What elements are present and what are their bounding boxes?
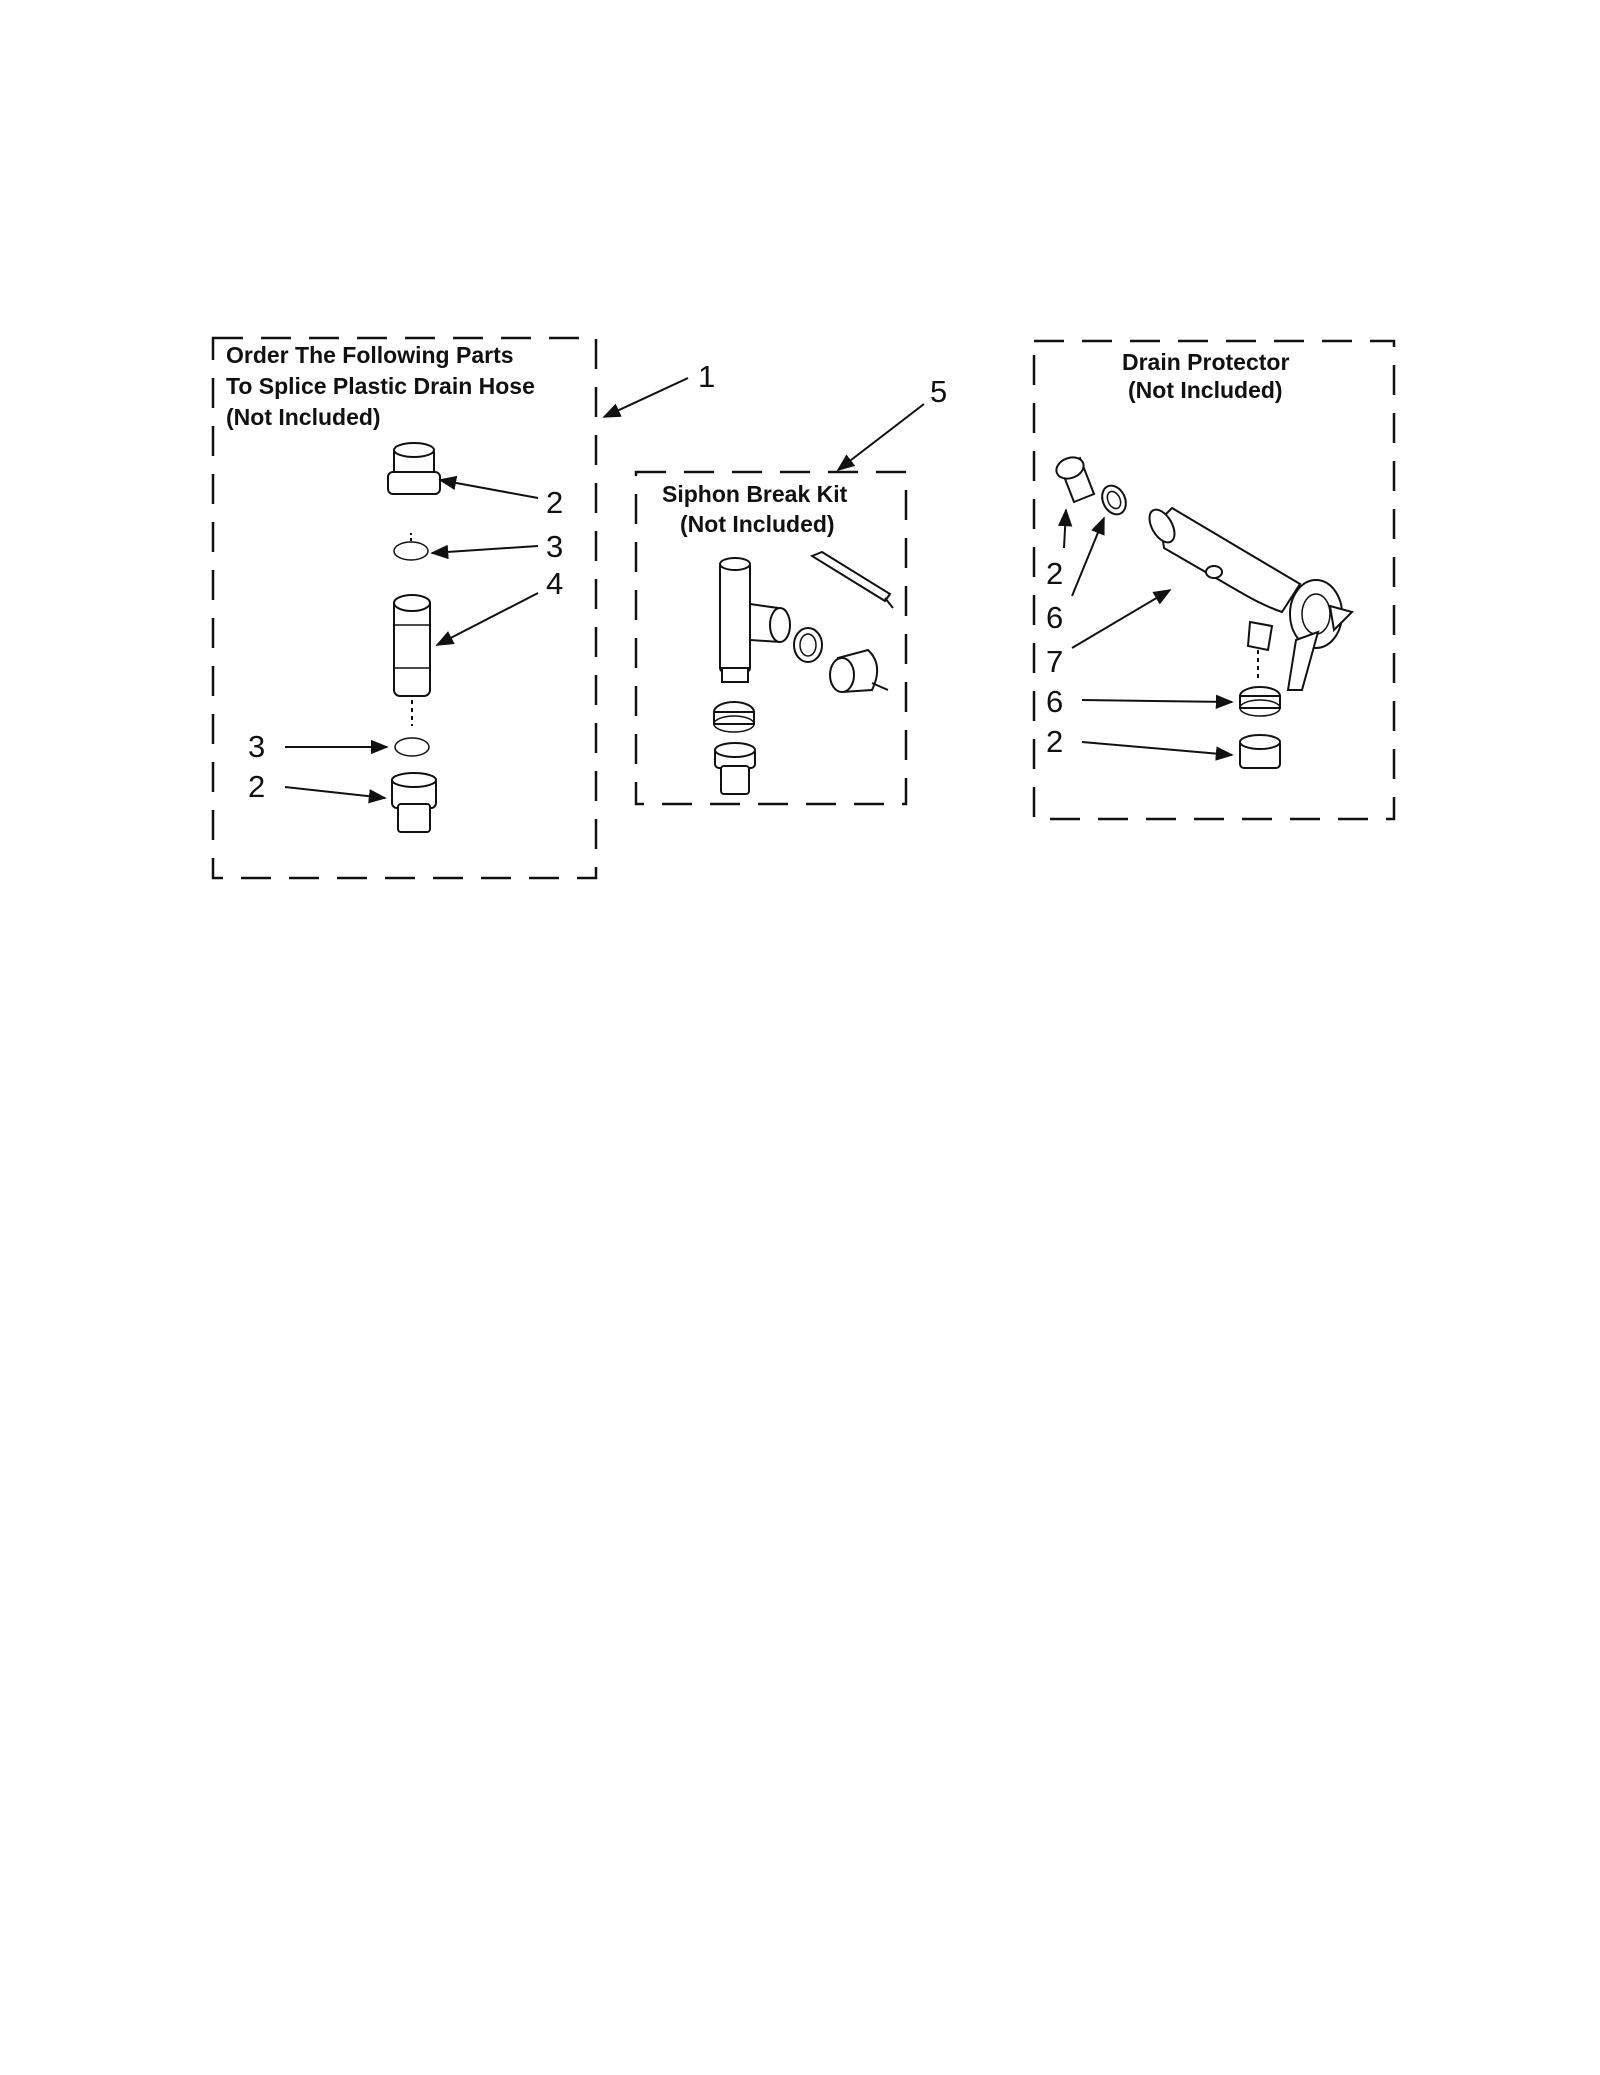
callout-5: 5 — [930, 374, 947, 409]
splice-kit-border — [211, 336, 598, 880]
drain-title-line2: (Not Included) — [1128, 377, 1283, 403]
siphon-tee — [719, 557, 791, 683]
splice-connector-bottom — [391, 772, 437, 833]
callout-1: 1 — [698, 359, 715, 394]
drain-protector-border — [1032, 339, 1396, 821]
callout-splice-top-2: 2 — [546, 485, 563, 520]
splice-clamp-top — [393, 533, 429, 561]
splice-clamp-bottom — [394, 737, 430, 757]
siphon-title-line1: Siphon Break Kit — [662, 481, 848, 507]
splice-title-line1: Order The Following Parts — [226, 342, 514, 368]
drain-ring-bottom — [1239, 686, 1281, 717]
callout-drain-right-6: 6 — [1046, 684, 1063, 719]
siphon-title-line2: (Not Included) — [680, 511, 835, 537]
splice-title-line3: (Not Included) — [226, 404, 381, 430]
siphon-bottom-connector — [714, 742, 756, 795]
callout-drain-right-2: 2 — [1046, 724, 1063, 759]
siphon-break-kit-panel: Siphon Break Kit (Not Included) — [634, 470, 908, 806]
drain-title-line1: Drain Protector — [1122, 349, 1289, 375]
splice-connector-top — [387, 442, 441, 495]
callout-splice-bottom-3: 3 — [248, 729, 265, 764]
drain-connector-top — [1055, 456, 1096, 504]
drain-protector-body — [1148, 506, 1354, 691]
siphon-bottom-ring — [713, 701, 755, 733]
callout-splice-bottom-2: 2 — [248, 769, 265, 804]
siphon-side-ring — [793, 627, 823, 663]
siphon-tie-strap — [809, 550, 894, 609]
siphon-side-connector — [829, 648, 889, 694]
callout-drain-left-2: 2 — [1046, 556, 1063, 591]
callout-drain-left-6: 6 — [1046, 600, 1063, 635]
drain-protector-panel: Drain Protector (Not Included) — [1032, 339, 1396, 821]
splice-kit-panel: Order The Following Parts To Splice Plas… — [211, 336, 598, 880]
callout-drain-7: 7 — [1046, 644, 1063, 679]
drain-ring-top — [1101, 484, 1127, 516]
drain-connector-bottom — [1239, 734, 1281, 769]
callout-splice-top-3: 3 — [546, 529, 563, 564]
siphon-kit-border — [634, 470, 908, 806]
splice-title-line2: To Splice Plastic Drain Hose — [226, 373, 535, 399]
splice-coupling — [393, 594, 431, 697]
callout-splice-4: 4 — [546, 566, 563, 601]
